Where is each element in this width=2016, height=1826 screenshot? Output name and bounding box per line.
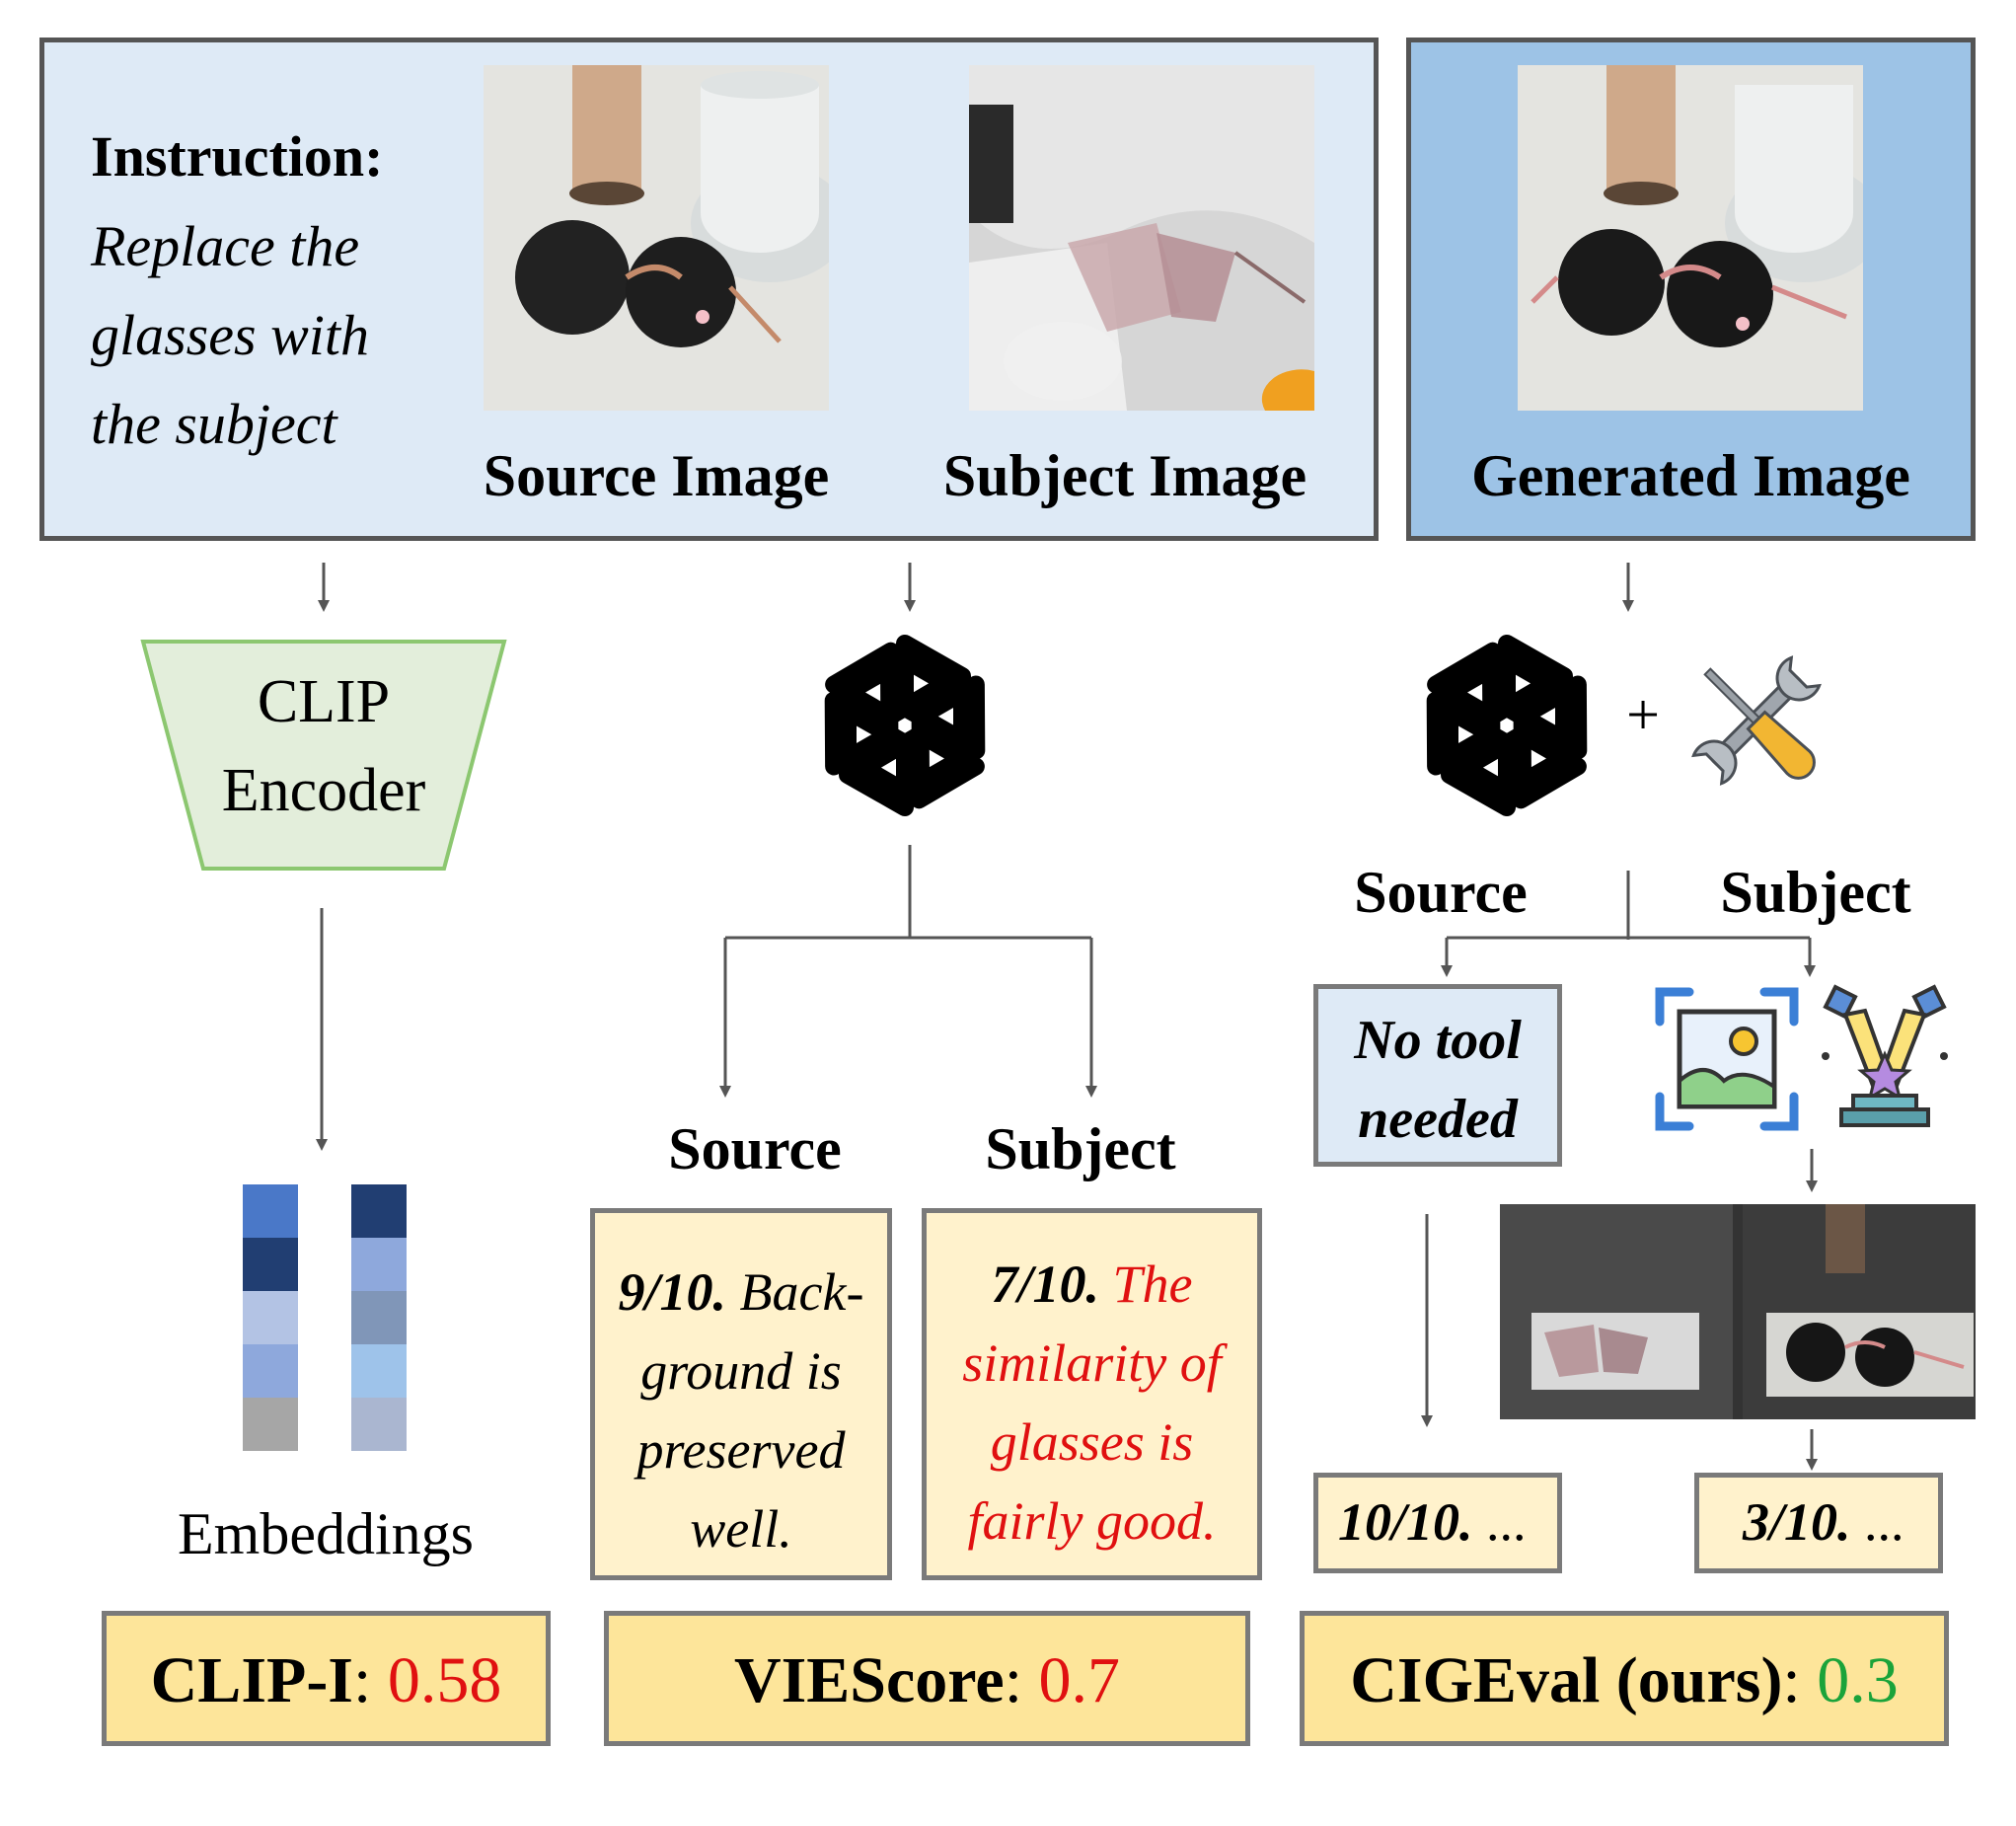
vie-subject-score: 7/10. bbox=[991, 1255, 1099, 1314]
instruction-heading: Instruction: bbox=[91, 124, 384, 189]
viescore-score-name: VIEScore bbox=[733, 1644, 1005, 1716]
embedding-cell bbox=[351, 1344, 407, 1398]
embedding-cell bbox=[351, 1398, 407, 1451]
instruction-text-line-1: Replace the bbox=[91, 214, 360, 278]
openai-logo-icon bbox=[824, 635, 986, 816]
clip-i-score-value: 0.58 bbox=[387, 1644, 502, 1716]
clip-encoder-line-2: Encoder bbox=[221, 757, 426, 824]
tools-icon bbox=[1691, 655, 1822, 786]
cigeval-score-value: 0.3 bbox=[1817, 1644, 1899, 1716]
embeddings-graphic bbox=[243, 1184, 407, 1451]
vie-source-score: 9/10. bbox=[618, 1262, 727, 1322]
generated-image bbox=[1518, 65, 1863, 411]
generated-image-label: Generated Image bbox=[1471, 443, 1910, 508]
clip-encoder-shape bbox=[140, 640, 507, 871]
source-image-label: Source Image bbox=[483, 443, 830, 508]
grounded-comparison-image bbox=[1500, 1204, 1976, 1419]
clip-i-score-box: CLIP-I: 0.58 bbox=[102, 1611, 551, 1746]
cig-source-result-score: 10/10. bbox=[1338, 1492, 1473, 1552]
embedding-cell bbox=[243, 1398, 298, 1451]
highlight-spotlight-icon bbox=[1822, 984, 1948, 1127]
vie-source-label: Source bbox=[668, 1116, 842, 1181]
embedding-cell bbox=[351, 1184, 407, 1238]
instruction-text-line-3: the subject bbox=[91, 392, 337, 456]
clip-encoder-line-1: CLIP bbox=[257, 668, 391, 735]
instruction-text-line-2: glasses with bbox=[91, 303, 369, 367]
embedding-cell bbox=[243, 1291, 298, 1344]
vie-source-feedback: 9/10. Back- ground is preserved well. bbox=[590, 1208, 892, 1580]
vie-subject-feedback: 7/10. The similarity of glasses is fairl… bbox=[922, 1208, 1262, 1580]
cig-source-result: 10/10. ... bbox=[1313, 1473, 1562, 1573]
embedding-cell bbox=[243, 1184, 298, 1238]
embedding-cell bbox=[243, 1344, 298, 1398]
embedding-cell bbox=[351, 1291, 407, 1344]
cig-subject-result: 3/10. ... bbox=[1694, 1473, 1943, 1573]
viescore-score-box: VIEScore: 0.7 bbox=[604, 1611, 1250, 1746]
cig-subject-label: Subject bbox=[1720, 860, 1911, 925]
image-grounding-icon bbox=[1655, 987, 1799, 1131]
plus-sign: + bbox=[1626, 682, 1660, 747]
embedding-cell bbox=[243, 1238, 298, 1291]
source-subject-divider bbox=[1626, 871, 1630, 940]
vie-subject-label: Subject bbox=[985, 1116, 1176, 1181]
cig-subject-result-score: 3/10. bbox=[1743, 1492, 1851, 1552]
openai-logo-icon bbox=[1426, 635, 1588, 816]
viescore-score-value: 0.7 bbox=[1038, 1644, 1121, 1716]
clip-i-score-name: CLIP-I bbox=[150, 1644, 353, 1716]
embeddings-label: Embeddings bbox=[178, 1501, 474, 1566]
embedding-cell bbox=[351, 1238, 407, 1291]
no-tool-needed-box: No tool needed bbox=[1313, 984, 1562, 1167]
cigeval-score-box: CIGEval (ours): 0.3 bbox=[1300, 1611, 1949, 1746]
subject-image bbox=[969, 65, 1314, 411]
source-image bbox=[484, 65, 829, 411]
cig-source-label: Source bbox=[1354, 860, 1528, 925]
cigeval-score-name: CIGEval (ours) bbox=[1350, 1644, 1783, 1716]
subject-image-label: Subject Image bbox=[942, 443, 1307, 508]
